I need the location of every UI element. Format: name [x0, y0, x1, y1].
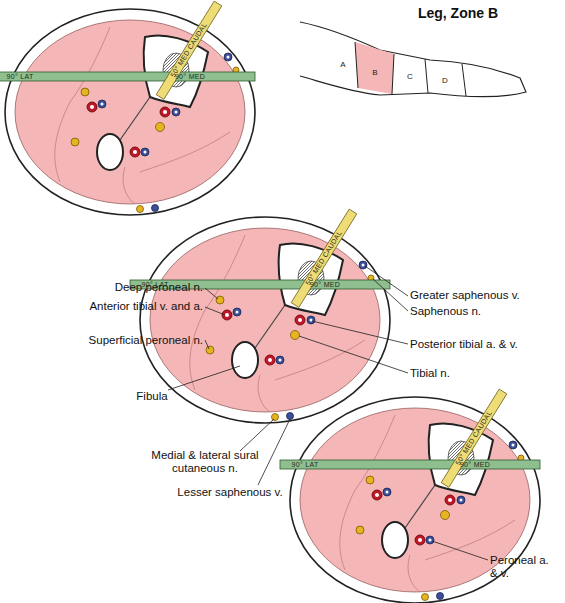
- pin-label: 90° LAT: [292, 461, 319, 469]
- pin-label: 90° MED: [460, 461, 490, 469]
- zone-letter: C: [407, 72, 413, 81]
- pin-label: 90° MED: [310, 281, 340, 289]
- pin-label: 90° LAT: [7, 73, 34, 81]
- structure-label: Superficial peroneal n.: [89, 334, 203, 347]
- zone-letter: D: [442, 76, 448, 85]
- structure-label: Fibula: [136, 390, 167, 403]
- figure-title: Leg, Zone B: [418, 5, 498, 21]
- pin-label: 90° MED: [175, 73, 205, 81]
- zone-letter: B: [372, 68, 377, 77]
- zone-letter: A: [340, 60, 345, 69]
- structure-label: Saphenous n.: [410, 305, 481, 318]
- structure-label: Anterior tibial v. and a.: [89, 300, 203, 313]
- leader-lines: [168, 266, 488, 560]
- structure-label: Peroneal a. & v.: [490, 554, 552, 580]
- leg-zone-sketch: [300, 22, 526, 97]
- pin-label: 90° LAT: [142, 281, 169, 289]
- structure-label: Tibial n.: [410, 367, 450, 380]
- structure-label: Greater saphenous v.: [410, 289, 520, 302]
- structure-label: Lesser saphenous v.: [177, 486, 282, 499]
- structure-label: Posterior tibial a. & v.: [410, 338, 518, 351]
- structure-label: Medial & lateral sural cutaneous n.: [135, 449, 275, 475]
